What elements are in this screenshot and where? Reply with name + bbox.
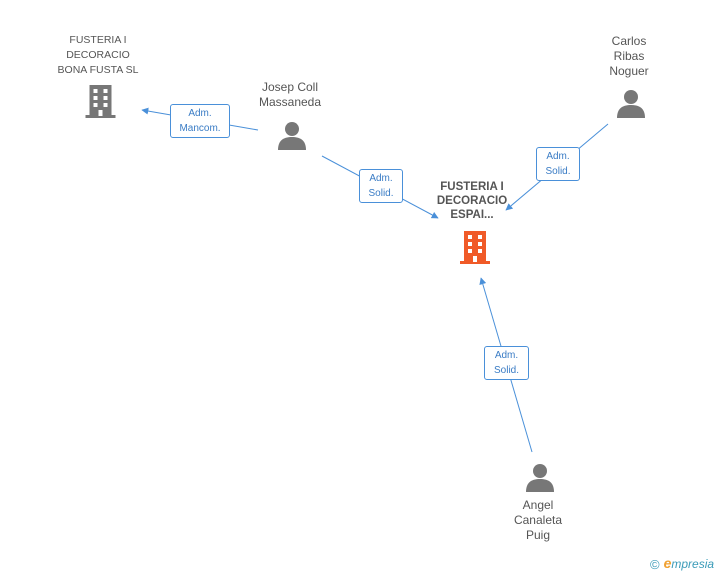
angel-label: Angel Canaleta Puig [513,498,563,542]
carlos-person-icon[interactable] [616,88,646,118]
main-company-building-icon[interactable] [459,229,491,265]
angel-person-icon[interactable] [525,462,555,492]
carlos-label: Carlos Ribas Noguer [609,34,649,78]
brand-footer: © empresia [650,555,714,573]
empresia-logo[interactable]: empresia [663,555,715,571]
edge-label-josep-main[interactable]: Adm. Solid. [359,169,403,203]
josep-person-icon[interactable] [277,120,307,150]
bona-fusta-building-icon[interactable] [84,83,117,119]
copyright-symbol: © [650,556,660,572]
josep-label: Josep Coll Massaneda [258,80,322,109]
bona-fusta-label: FUSTERIA I DECORACIO BONA FUSTA SL [57,34,139,76]
edge-label-angel-main[interactable]: Adm. Solid. [484,346,529,380]
edge-label-josep-bona-fusta[interactable]: Adm. Mancom. [170,104,230,138]
edge-label-carlos-main[interactable]: Adm. Solid. [536,147,580,181]
main-company-label: FUSTERIA I DECORACIO ESPAI... [436,181,508,221]
